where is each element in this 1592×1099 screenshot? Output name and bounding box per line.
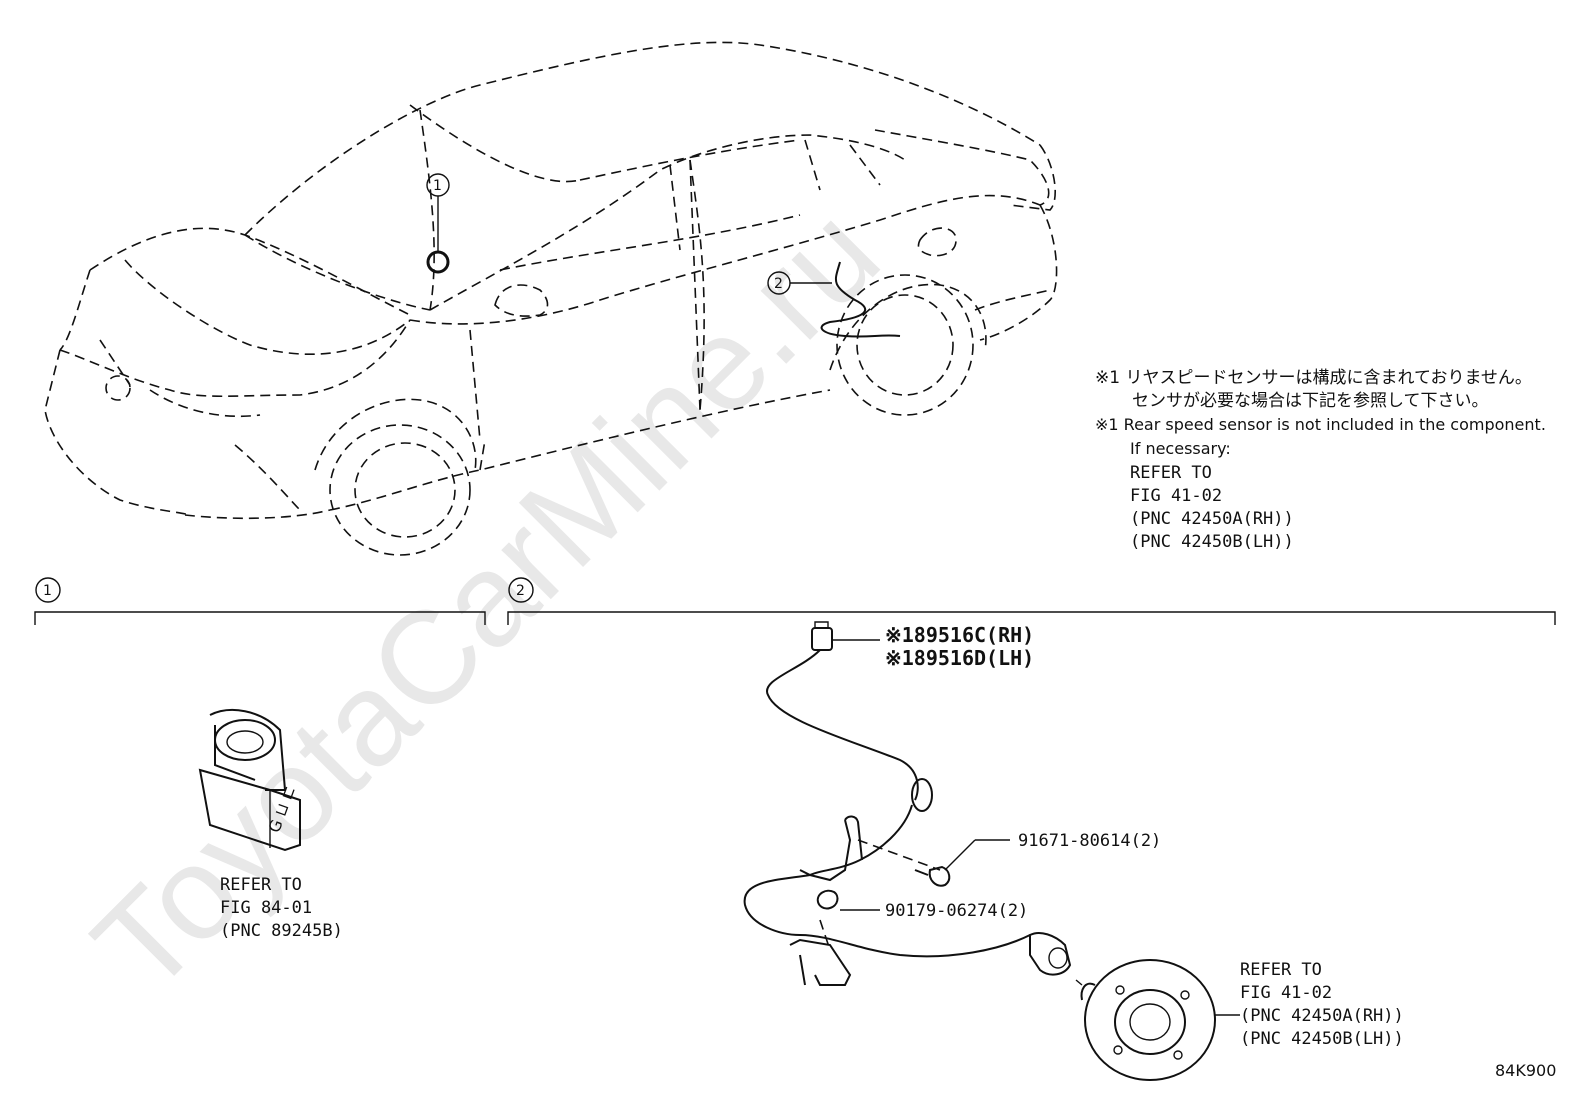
figure-code: 84K900 bbox=[1495, 1061, 1556, 1080]
hub-bearing-part bbox=[1075, 959, 1240, 1081]
notes-block: ※1 リヤスピードセンサーは構成に含まれておりません。 センサが必要な場合は下記… bbox=[1095, 368, 1546, 552]
hub-ref-line3: (PNC 42450A(RH)) bbox=[1240, 1006, 1404, 1026]
note-ref-line2: FIG 41-02 bbox=[1130, 486, 1222, 506]
section-1-number: 1 bbox=[43, 583, 52, 599]
hub-ref-line2: FIG 41-02 bbox=[1240, 983, 1332, 1003]
car-illustration: 2 1 bbox=[44, 41, 1058, 556]
note-ref-line1: REFER TO bbox=[1130, 463, 1212, 483]
note-jp-line1: ※1 リヤスピードセンサーは構成に含まれておりません。 bbox=[1095, 368, 1532, 388]
note-ref-line4: (PNC 42450B(LH)) bbox=[1130, 532, 1294, 552]
note-en-line2: If necessary: bbox=[1130, 439, 1231, 458]
section1-ref-line1: REFER TO bbox=[220, 875, 302, 895]
watermark: ToyotaCarMine.ru bbox=[66, 179, 907, 1020]
nut-part-number: 90179-06274(2) bbox=[885, 901, 1028, 921]
speed-sensor-rh-part-number: ※189516C(RH) bbox=[885, 623, 1034, 647]
section1-ref-line3: (PNC 89245B) bbox=[220, 921, 343, 941]
section1-ref-line2: FIG 84-01 bbox=[220, 898, 312, 918]
note-en-line1: ※1 Rear speed sensor is not included in … bbox=[1095, 415, 1546, 434]
hub-ref-line1: REFER TO bbox=[1240, 960, 1322, 980]
callout-1-label: 1 bbox=[433, 178, 442, 194]
section-2-header: 2 bbox=[507, 577, 1556, 625]
speed-sensor-lh-part-number: ※189516D(LH) bbox=[885, 646, 1034, 670]
callout-2-label: 2 bbox=[774, 276, 783, 292]
note-ref-line3: (PNC 42450A(RH)) bbox=[1130, 509, 1294, 529]
bolt-part-number: 91671-80614(2) bbox=[1018, 831, 1161, 851]
hub-ref-line4: (PNC 42450B(LH)) bbox=[1240, 1029, 1404, 1049]
section-1-header: 1 bbox=[34, 577, 486, 625]
note-jp-line2: センサが必要な場合は下記を参照して下さい。 bbox=[1132, 391, 1489, 411]
section-2-number: 2 bbox=[516, 583, 525, 599]
speed-sensor-part bbox=[743, 621, 1072, 986]
